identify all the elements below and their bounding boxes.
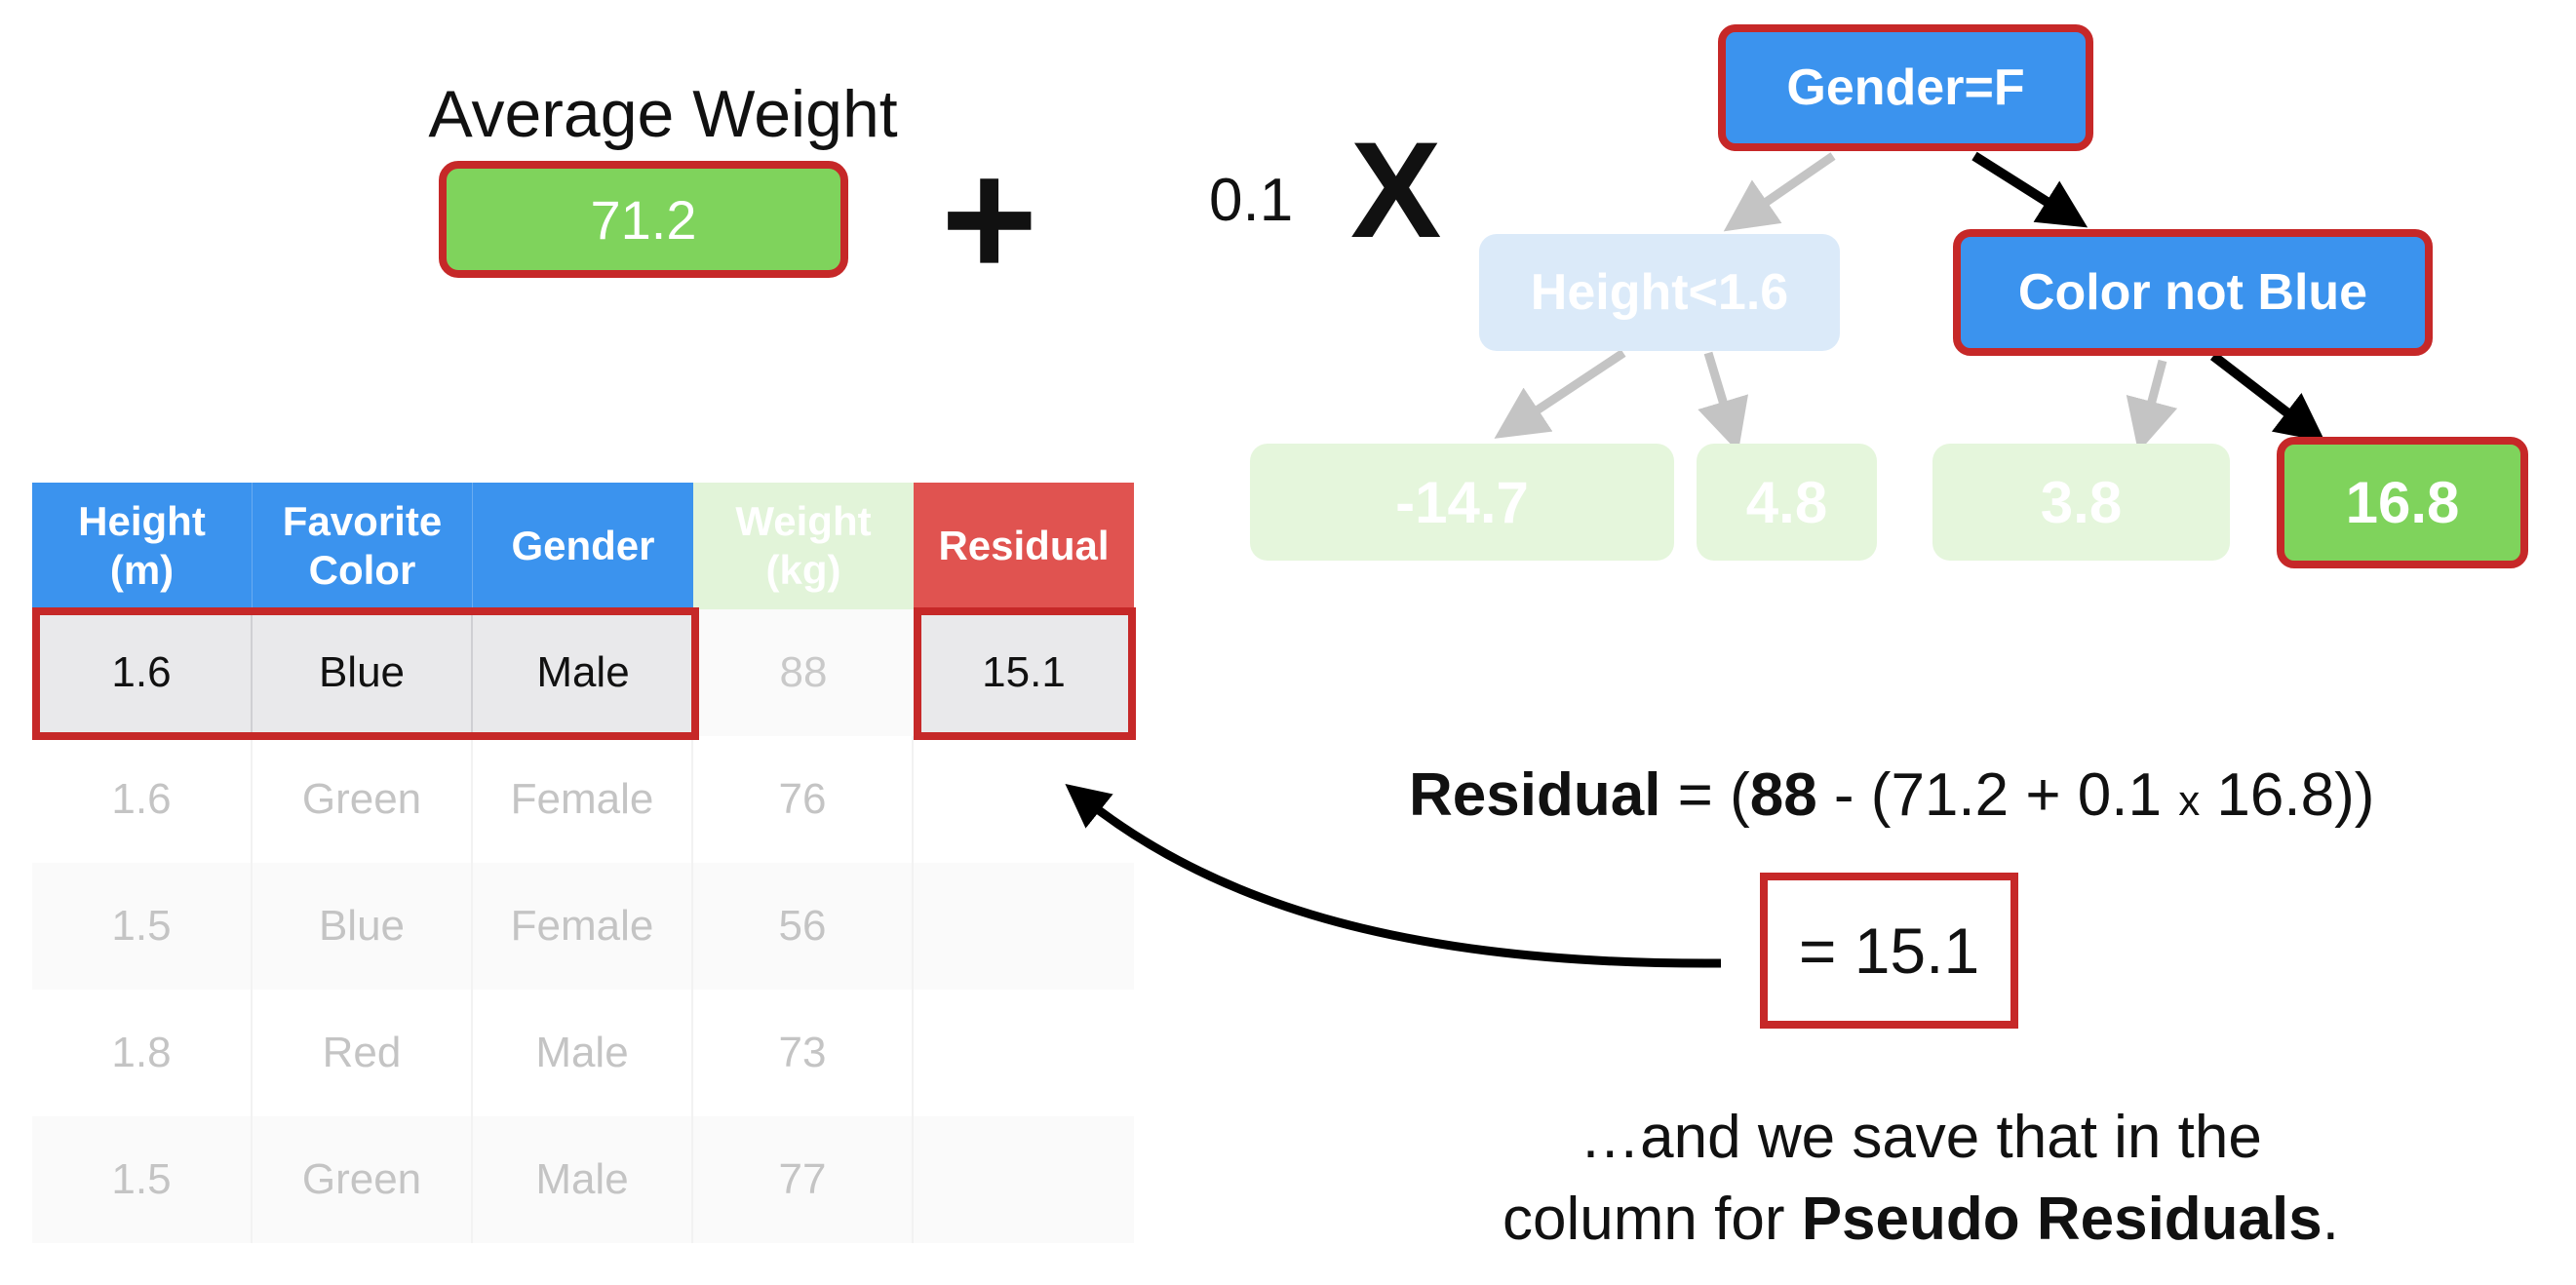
cell-weight: 73: [693, 990, 914, 1116]
average-weight-value: 71.2: [439, 161, 848, 278]
cell-color: Blue: [253, 609, 473, 736]
row-features-highlight: [32, 607, 699, 740]
cell-height: 1.8: [32, 990, 253, 1116]
arrow-right-leaf3: [2126, 359, 2178, 453]
header-residual: Residual: [914, 483, 1134, 609]
tree-right-split-node: Color not Blue: [1953, 229, 2433, 356]
arrow-root-right: [1971, 151, 2088, 228]
cell-residual: [914, 1116, 1134, 1243]
residual-cell-highlight: [914, 607, 1136, 740]
header-height: Height(m): [32, 483, 253, 609]
tree-leaf-2: 4.8: [1697, 444, 1877, 561]
cell-residual: [914, 863, 1134, 990]
cell-weight: 56: [693, 863, 914, 990]
tree-leaf-3: 3.8: [1932, 444, 2230, 561]
cell-gender: Male: [473, 609, 693, 736]
cell-gender: Female: [473, 736, 693, 863]
cell-color: Green: [253, 1116, 473, 1243]
cell-height: 1.5: [32, 863, 253, 990]
cell-residual: 15.1: [914, 609, 1134, 736]
tree-leaf-4: 16.8: [2277, 437, 2528, 568]
curved-arrow: [1065, 783, 1722, 968]
cell-height: 1.6: [32, 736, 253, 863]
arrow-root-left: [1723, 152, 1836, 232]
multiply-sign: X: [1350, 113, 1442, 266]
cell-gender: Male: [473, 990, 693, 1116]
average-weight-label: Average Weight: [428, 77, 898, 151]
arrow-right-leaf4: [2209, 352, 2325, 443]
cell-height: 1.6: [32, 609, 253, 736]
cell-residual: [914, 736, 1134, 863]
header-weight: Weight(kg): [693, 483, 914, 609]
residual-equation: Residual = (88 - (71.2 + 0.1 x 16.8)): [1409, 761, 2375, 829]
header-gender: Gender: [473, 483, 693, 609]
tree-leaf-1: -14.7: [1250, 444, 1674, 561]
cell-weight: 77: [693, 1116, 914, 1243]
cell-gender: Female: [473, 863, 693, 990]
cell-weight: 88: [693, 609, 914, 736]
tree-left-split-node: Height<1.6: [1479, 234, 1840, 351]
caption-text: …and we save that in the column for Pseu…: [1503, 1104, 2339, 1253]
cell-gender: Male: [473, 1116, 693, 1243]
cell-color: Green: [253, 736, 473, 863]
cell-color: Red: [253, 990, 473, 1116]
cell-residual: [914, 990, 1134, 1116]
arrow-left-leaf2: [1698, 351, 1749, 452]
learning-rate: 0.1: [1209, 167, 1294, 234]
tree-root-node: Gender=F: [1718, 24, 2093, 151]
cell-height: 1.5: [32, 1116, 253, 1243]
arrow-left-leaf1: [1494, 349, 1626, 439]
residual-result: = 15.1: [1760, 873, 2018, 1029]
cell-weight: 76: [693, 736, 914, 863]
cell-color: Blue: [253, 863, 473, 990]
plus-sign: +: [941, 127, 1038, 312]
